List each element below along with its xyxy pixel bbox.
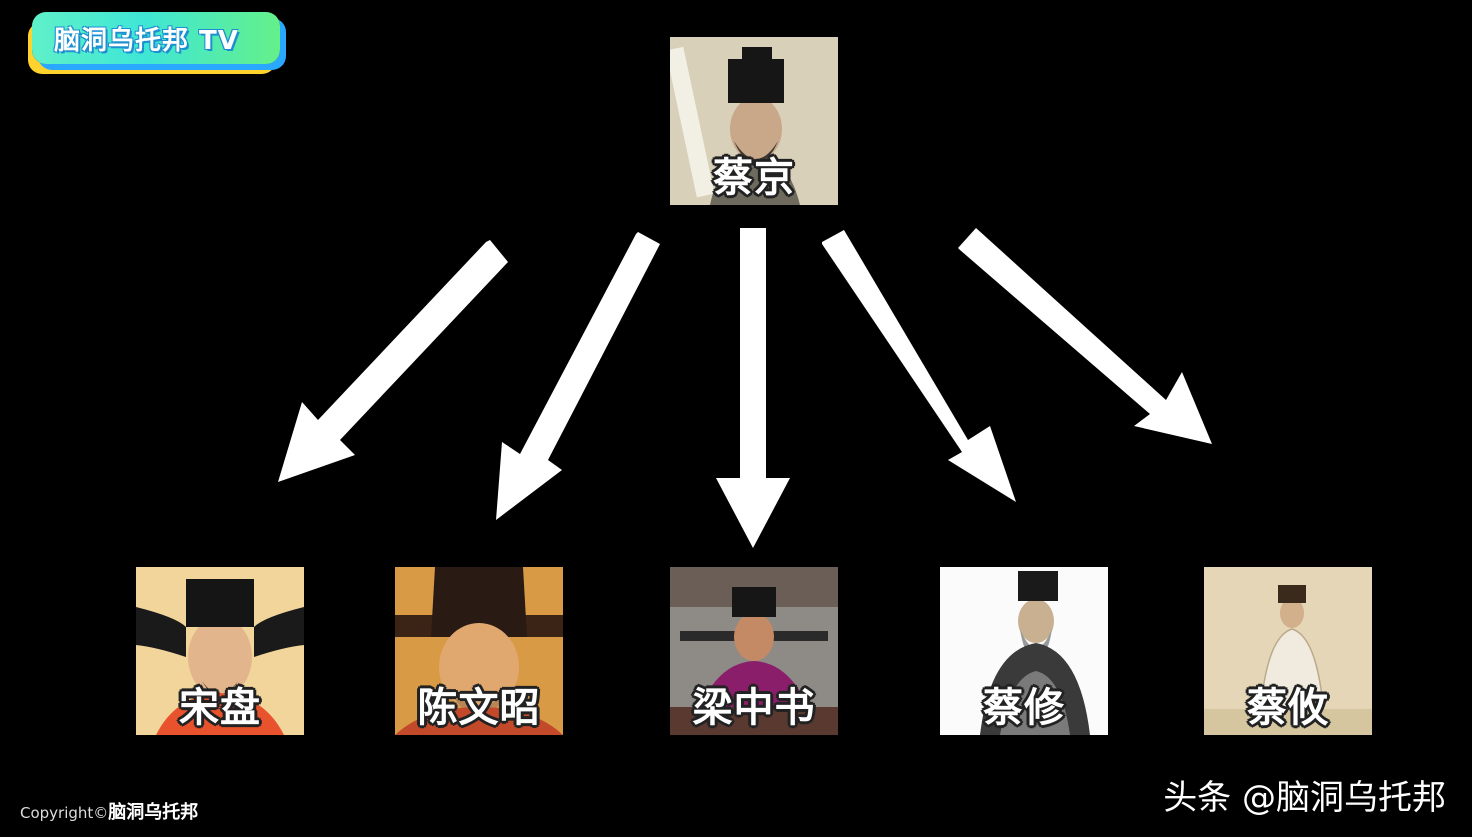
child-node-caiyou[interactable]: 蔡攸 — [1204, 567, 1372, 735]
channel-logo: 脑洞乌托邦 TV — [32, 12, 284, 68]
child-node-label: 梁中书 — [692, 685, 816, 731]
arrow-down-left-icon — [496, 232, 660, 520]
portrait-caixiu — [940, 567, 1108, 735]
child-node-songpan[interactable]: 宋盘 — [136, 567, 304, 735]
child-node-caixiu[interactable]: 蔡修 — [940, 567, 1108, 735]
root-node[interactable]: 蔡京 — [670, 37, 838, 205]
portrait-liangzhongshu — [670, 567, 838, 735]
arrow-down-icon — [716, 228, 790, 548]
copyright-brand: 脑洞乌托邦 — [108, 802, 199, 823]
root-node-label: 蔡京 — [713, 155, 795, 201]
copyright-prefix: Copyright© — [20, 804, 109, 822]
child-node-label: 陈文昭 — [417, 685, 541, 731]
arrow-down-left-icon — [278, 240, 508, 482]
portrait-caiyou — [1204, 567, 1372, 735]
portrait-chenwenzhao — [395, 567, 563, 735]
copyright-notice: Copyright©脑洞乌托邦 — [20, 798, 198, 824]
child-node-liangzhongshu[interactable]: 梁中书 — [670, 567, 838, 735]
child-node-label: 蔡修 — [983, 685, 1065, 731]
child-node-label: 宋盘 — [179, 685, 261, 731]
portrait-caijing — [670, 37, 838, 205]
arrow-down-right-icon — [822, 230, 1016, 502]
child-node-chenwenzhao[interactable]: 陈文昭 — [395, 567, 563, 735]
arrow-down-right-icon — [958, 228, 1212, 444]
logo-text: 脑洞乌托邦 TV — [54, 26, 239, 56]
child-node-label: 蔡攸 — [1247, 685, 1329, 731]
platform-watermark: 头条 @脑洞乌托邦 — [1163, 778, 1446, 818]
portrait-songpan — [136, 567, 304, 735]
logo-badge — [32, 12, 280, 64]
